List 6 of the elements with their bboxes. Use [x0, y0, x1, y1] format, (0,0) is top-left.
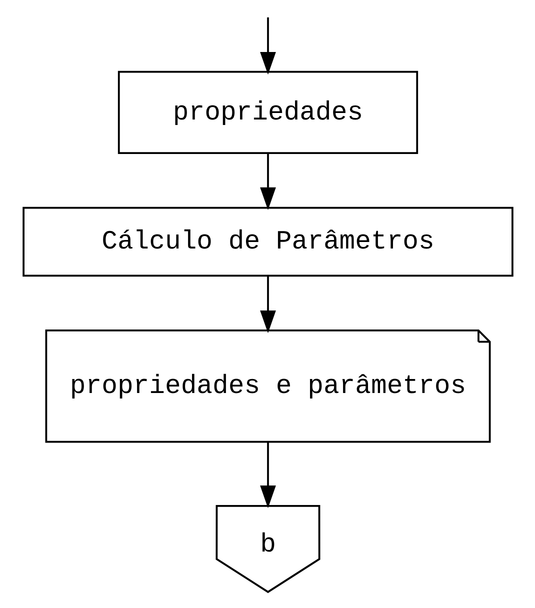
arrow: [260, 153, 276, 210]
node-box: Cálculo de Parâmetros: [22, 206, 513, 277]
arrow: [260, 442, 276, 508]
arrow: [260, 276, 276, 334]
arrow: [260, 17, 276, 75]
node-box: propriedades: [117, 70, 418, 154]
